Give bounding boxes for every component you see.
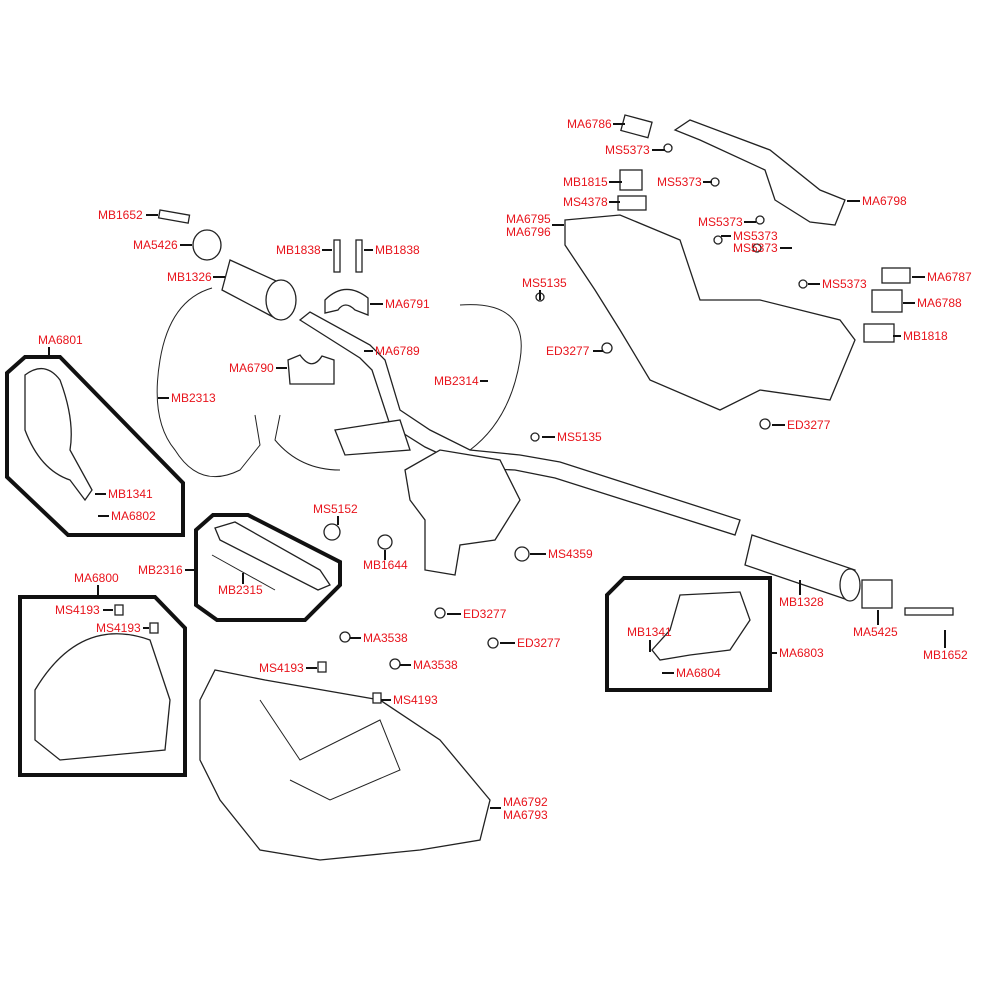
cable-mb2313 [156, 287, 261, 478]
lower-clamp [287, 354, 335, 385]
part-label: MS4193 [96, 621, 141, 635]
part-label: MB1328 [779, 595, 824, 609]
part-label: MS5135 [522, 276, 567, 290]
part-label: MA3538 [413, 658, 458, 672]
part-label: MB2313 [171, 391, 216, 405]
part-label: MS5373 [605, 143, 650, 157]
group-box-mirror-right [605, 576, 772, 692]
part-label: MB1652 [923, 648, 968, 662]
part-label: ED3277 [787, 418, 831, 432]
part-label: ED3277 [517, 636, 561, 650]
part-label: MS5373 [733, 229, 778, 243]
part-label: MA5425 [853, 625, 898, 639]
part-label: MA6802 [111, 509, 156, 523]
part-label: MA5426 [133, 238, 178, 252]
part-label: MB1838 [375, 243, 420, 257]
part-label: MA6803 [779, 646, 824, 660]
part-label: MS5373 [822, 277, 867, 291]
part-label: MB1326 [167, 270, 212, 284]
part-label: MB1341 [627, 625, 672, 639]
part-label: MA6801 [38, 333, 83, 347]
part-label: MA6796 [506, 225, 551, 239]
part-label: MA6793 [503, 808, 548, 822]
part-label: MB2316 [138, 563, 183, 577]
mirror-right [651, 591, 751, 661]
part-label: MB1652 [98, 208, 143, 222]
upper-clamp [324, 288, 369, 316]
visor-ma6800 [34, 633, 171, 761]
left-grip [157, 209, 297, 321]
group-box-mirror-left [5, 355, 185, 537]
right-grip [744, 534, 954, 616]
fasteners [114, 143, 808, 704]
part-label: MB2314 [434, 374, 479, 388]
part-label: MA6789 [375, 344, 420, 358]
part-label: MB2315 [218, 583, 263, 597]
part-label: MS4193 [393, 693, 438, 707]
handlebar [298, 311, 741, 576]
cable-mb2314 [459, 304, 522, 451]
part-label: MB1818 [903, 329, 948, 343]
part-label: MA6786 [567, 117, 612, 131]
part-label: MS5373 [657, 175, 702, 189]
part-label: MS5135 [557, 430, 602, 444]
part-label: MA6791 [385, 297, 430, 311]
part-label: MA6792 [503, 795, 548, 809]
part-label: MA6800 [74, 571, 119, 585]
group-box-mb2316 [194, 513, 342, 622]
part-label: MS4193 [55, 603, 100, 617]
part-label: MB1815 [563, 175, 608, 189]
part-label: MS5373 [698, 215, 743, 229]
part-label: MB1838 [276, 243, 321, 257]
mirror-left [24, 368, 93, 502]
part-label: MA6804 [676, 666, 721, 680]
upper-cover-ma6798 [673, 119, 846, 226]
part-label: MA6795 [506, 212, 551, 226]
part-label: MB1341 [108, 487, 153, 501]
group-box-ma6800 [18, 595, 187, 777]
part-label: ED3277 [546, 344, 590, 358]
part-label: MA6790 [229, 361, 274, 375]
part-label: MS4193 [259, 661, 304, 675]
part-label: MB1644 [363, 558, 408, 572]
part-label: MS5152 [313, 502, 358, 516]
leader-lines [48, 123, 946, 809]
part-label: ED3277 [463, 607, 507, 621]
part-label: MS4359 [548, 547, 593, 561]
mb2316-trim [214, 521, 331, 591]
part-label: MA6798 [862, 194, 907, 208]
front-cover-ma6792 [199, 669, 491, 861]
part-label: MA6788 [917, 296, 962, 310]
rear-cover [564, 214, 856, 411]
part-label: MS5373 [733, 241, 778, 255]
part-label: MA3538 [363, 631, 408, 645]
part-label: MS4378 [563, 195, 608, 209]
part-label: MA6787 [927, 270, 972, 284]
